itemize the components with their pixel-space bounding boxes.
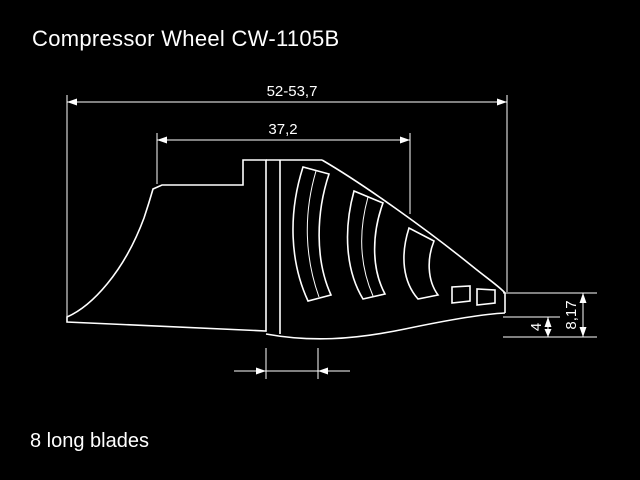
blades bbox=[292, 166, 496, 306]
hub-section-hatched bbox=[66, 159, 267, 332]
dim-total-length: 52-53,7 bbox=[66, 83, 508, 320]
dim-hub-length: 37,2 bbox=[156, 121, 411, 214]
blade-profile bbox=[292, 166, 333, 302]
dim-bore bbox=[234, 348, 350, 379]
blade-profile bbox=[403, 226, 440, 300]
dim-tip-width-label: 4 bbox=[528, 323, 545, 331]
drawing-title: Compressor Wheel CW-1105B bbox=[32, 26, 340, 51]
blade-profile bbox=[346, 189, 387, 300]
blade-tip-tab bbox=[476, 288, 496, 306]
shroud-contour bbox=[321, 159, 506, 294]
blade-surface-line bbox=[361, 196, 374, 297]
blade-count-note: 8 long blades bbox=[30, 430, 149, 452]
dim-tip-width: 4 bbox=[503, 316, 560, 337]
hub-body bbox=[265, 159, 506, 340]
dim-exducer-height: 8,17 bbox=[503, 292, 597, 338]
dim-exducer-height-label: 8,17 bbox=[563, 300, 580, 329]
blade-surface-line bbox=[306, 170, 320, 298]
dim-total-length-label: 52-53,7 bbox=[267, 83, 318, 100]
blade-tip-tab bbox=[451, 285, 471, 304]
dim-hub-length-label: 37,2 bbox=[268, 121, 297, 138]
